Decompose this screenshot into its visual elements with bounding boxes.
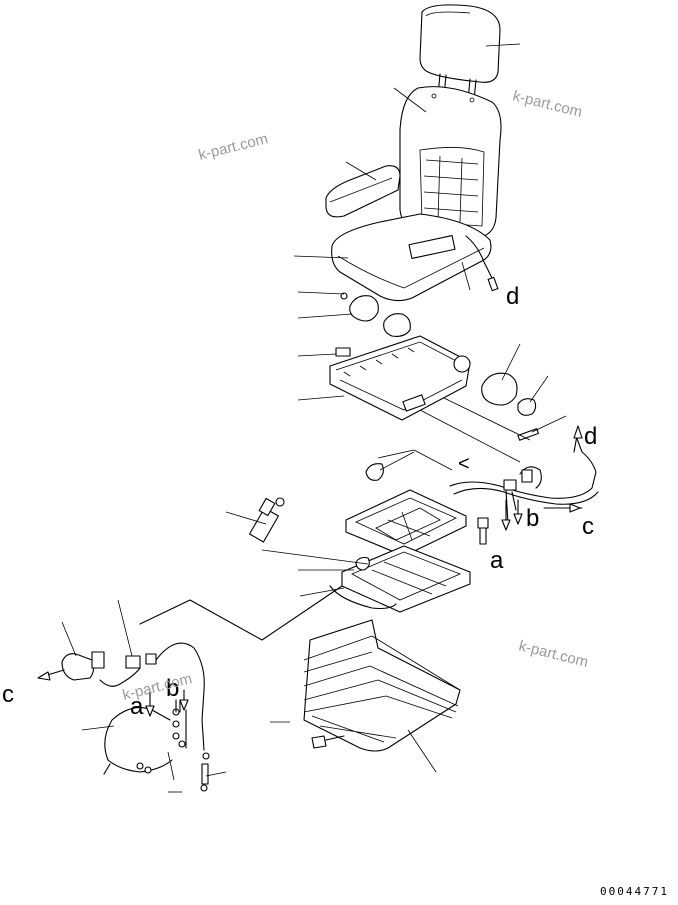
suspension-upper-frame [345, 463, 467, 557]
watermark: k-part.com [121, 670, 194, 704]
assembly-lines [377, 397, 531, 471]
harness-route [139, 585, 343, 641]
lumbar-cable [465, 235, 499, 292]
direction-arrows [37, 425, 583, 717]
label-a-left: a [130, 693, 144, 720]
slide-rail-frame [329, 335, 471, 421]
label-lt: < [458, 453, 470, 475]
label-b-right: b [526, 505, 539, 532]
knobs [335, 292, 411, 357]
label-c-left: c [2, 681, 14, 708]
watermark: k-part.com [517, 637, 590, 671]
shock-absorber [249, 497, 285, 543]
label-a-mid: a [490, 547, 504, 574]
backrest [399, 86, 502, 239]
seat-cushion [331, 213, 492, 302]
bellows-cover [303, 619, 461, 752]
suspension-lower-frame [329, 545, 471, 613]
callout-labels: d d c b a c a b < [2, 283, 597, 720]
armrest [325, 165, 401, 218]
wiring-harness-right [449, 435, 599, 525]
label-b-left: b [166, 675, 179, 702]
drawing-code: 00044771 [600, 885, 669, 898]
label-d-right: d [584, 423, 597, 450]
label-c-right: c [582, 513, 594, 540]
headrest [419, 4, 501, 101]
lever-knob [481, 372, 539, 441]
watermark: k-part.com [197, 130, 270, 164]
leader-lines [61, 43, 567, 793]
label-d-top: d [506, 283, 519, 310]
watermark: k-part.com [511, 87, 584, 121]
wiring-harness-left [61, 642, 210, 792]
bolt [477, 517, 489, 545]
